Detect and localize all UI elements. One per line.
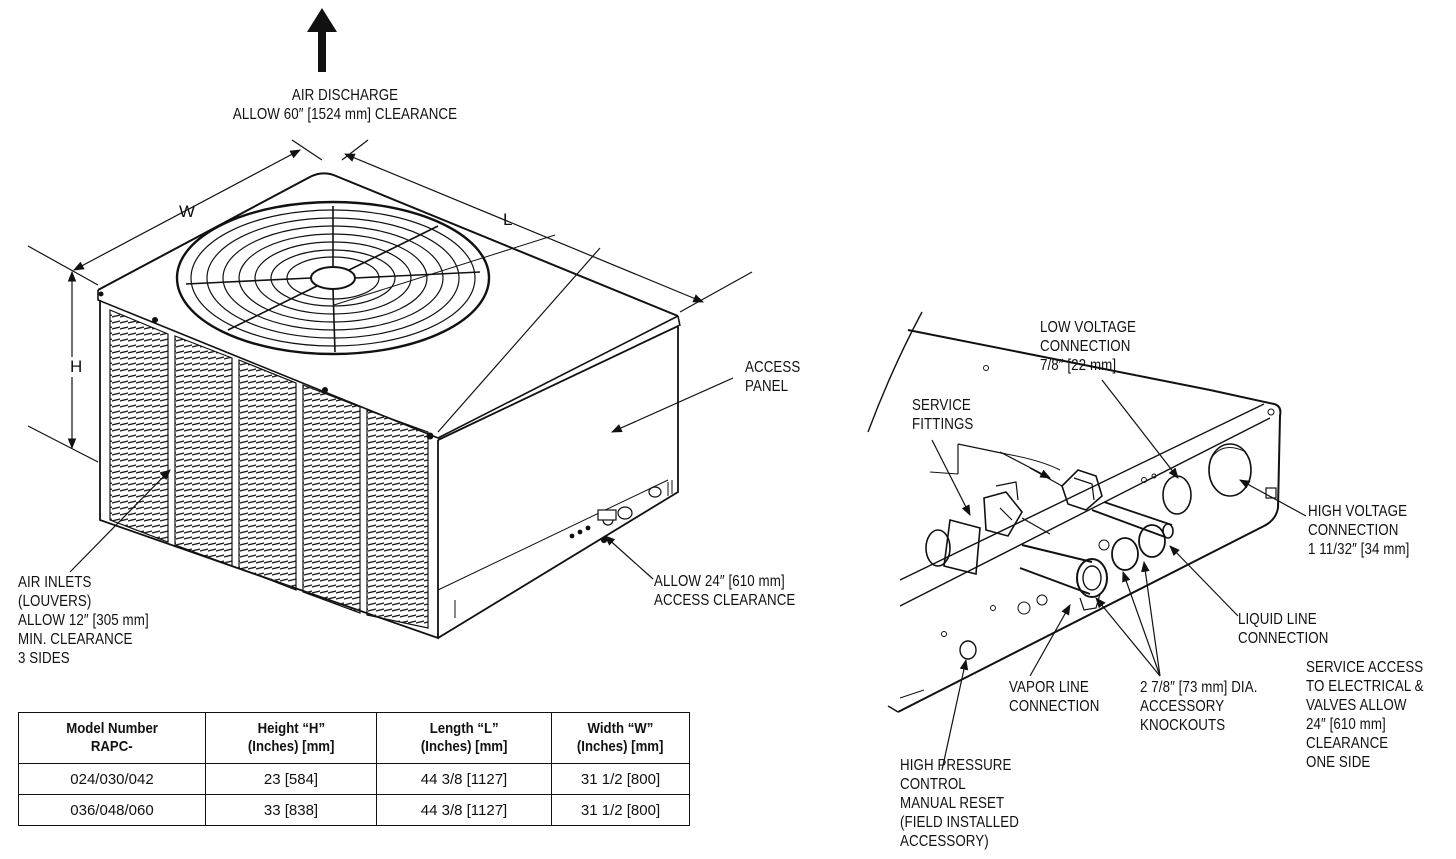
louver-grille xyxy=(109,309,429,629)
access-panel-line2: PANEL xyxy=(745,378,789,395)
knockouts-line3: KNOCKOUTS xyxy=(1140,717,1226,734)
knockouts-label: 2 7/8″ [73 mm] DIA. ACCESSORY KNOCKOUTS xyxy=(1140,678,1257,735)
service-fittings-line2: FITTINGS xyxy=(912,416,974,433)
air-discharge-label: AIR DISCHARGE ALLOW 60″ [1524 mm] CLEARA… xyxy=(212,86,479,124)
service-fittings-line1: SERVICE xyxy=(912,397,971,414)
high-voltage-line3: 1 11/32″ [34 mm] xyxy=(1308,541,1410,558)
service-access-line4: 24″ [610 mm] xyxy=(1306,716,1386,733)
header-model-line1: Model Number xyxy=(66,720,158,737)
high-pressure-label: HIGH PRESSURE CONTROL MANUAL RESET (FIEL… xyxy=(900,756,1019,851)
table-cell: 44 3/8 [1127] xyxy=(376,794,552,826)
header-length-line1: Length “L” xyxy=(429,720,499,737)
high-pressure-line2: CONTROL xyxy=(900,776,966,793)
table-row: 036/048/060 33 [838] 44 3/8 [1127] 31 1/… xyxy=(18,794,690,826)
air-inlets-line2: (LOUVERS) xyxy=(18,593,92,610)
air-inlets-line5: 3 SIDES xyxy=(18,650,70,667)
header-model: Model Number RAPC- xyxy=(18,712,206,764)
low-voltage-line3: 7/8″ [22 mm] xyxy=(1040,357,1117,374)
access-panel-label: ACCESS PANEL xyxy=(745,358,800,396)
condensing-unit xyxy=(97,172,681,640)
table-cell: 44 3/8 [1127] xyxy=(376,763,552,795)
air-inlets-label: AIR INLETS (LOUVERS) ALLOW 12″ [305 mm] … xyxy=(18,573,149,668)
header-length: Length “L” (Inches) [mm] xyxy=(376,712,552,764)
header-width-line2: (Inches) [mm] xyxy=(577,738,664,755)
table-cell: 33 [838] xyxy=(205,794,377,826)
service-panel-detail xyxy=(867,311,1282,713)
vapor-line-line2: CONNECTION xyxy=(1009,698,1100,715)
fan-guard xyxy=(175,200,491,356)
low-voltage-line2: CONNECTION xyxy=(1040,338,1131,355)
header-width: Width “W” (Inches) [mm] xyxy=(551,712,690,764)
table-cell: 036/048/060 xyxy=(18,794,206,826)
high-pressure-line4: (FIELD INSTALLED xyxy=(900,814,1019,831)
table-cell: 31 1/2 [800] xyxy=(551,794,690,826)
header-length-line2: (Inches) [mm] xyxy=(420,738,508,755)
table-cell: 024/030/042 xyxy=(18,763,206,795)
header-height-line2: (Inches) [mm] xyxy=(247,738,335,755)
table-cell: 23 [584] xyxy=(205,763,377,795)
table-row: 024/030/042 23 [584] 44 3/8 [1127] 31 1/… xyxy=(18,763,690,795)
air-discharge-line2: ALLOW 60″ [1524 mm] CLEARANCE xyxy=(232,106,458,123)
dimensions-table: Model Number RAPC- Height “H” (Inches) [… xyxy=(18,712,690,826)
service-access-line1: SERVICE ACCESS xyxy=(1306,659,1424,676)
vapor-line-label: VAPOR LINE CONNECTION xyxy=(1009,678,1099,716)
low-voltage-line1: LOW VOLTAGE xyxy=(1040,319,1137,336)
header-model-line2: RAPC- xyxy=(91,738,133,755)
leader-lines-detail xyxy=(931,379,1307,771)
high-pressure-line5: ACCESSORY) xyxy=(900,833,989,850)
high-voltage-line2: CONNECTION xyxy=(1308,522,1399,539)
liquid-line-label: LIQUID LINE CONNECTION xyxy=(1238,610,1328,648)
low-voltage-label: LOW VOLTAGE CONNECTION 7/8″ [22 mm] xyxy=(1040,318,1136,375)
service-valves xyxy=(569,480,673,544)
knockouts-line2: ACCESSORY xyxy=(1140,698,1225,715)
access-panel-line1: ACCESS xyxy=(745,359,801,376)
high-voltage-line1: HIGH VOLTAGE xyxy=(1308,503,1408,520)
air-inlets-line3: ALLOW 12″ [305 mm] xyxy=(18,612,149,629)
table-header-row: Model Number RAPC- Height “H” (Inches) [… xyxy=(18,712,690,764)
high-pressure-line1: HIGH PRESSURE xyxy=(900,757,1012,774)
service-fittings-label: SERVICE FITTINGS xyxy=(912,396,973,434)
dimension-h-label: H xyxy=(68,357,85,377)
header-width-line1: Width “W” xyxy=(587,720,654,737)
air-discharge-line1: AIR DISCHARGE xyxy=(291,87,399,104)
vapor-line-line1: VAPOR LINE xyxy=(1009,679,1089,696)
leader-lines-unit xyxy=(69,377,734,580)
dimension-w-label: W xyxy=(179,202,196,221)
service-access-line3: VALVES ALLOW xyxy=(1306,697,1407,714)
header-height-line1: Height “H” xyxy=(257,720,325,737)
liquid-line-line2: CONNECTION xyxy=(1238,630,1329,647)
header-height: Height “H” (Inches) [mm] xyxy=(205,712,377,764)
access-clearance-line1: ALLOW 24″ [610 mm] xyxy=(654,573,785,590)
dimension-lines xyxy=(27,139,753,463)
dimension-l-label: L xyxy=(503,210,513,229)
air-inlets-line1: AIR INLETS xyxy=(18,574,92,591)
table-cell: 31 1/2 [800] xyxy=(551,763,690,795)
service-access-label: SERVICE ACCESS TO ELECTRICAL & VALVES AL… xyxy=(1306,658,1424,772)
high-pressure-line3: MANUAL RESET xyxy=(900,795,1005,812)
high-voltage-label: HIGH VOLTAGE CONNECTION 1 11/32″ [34 mm] xyxy=(1308,502,1409,559)
liquid-line-line1: LIQUID LINE xyxy=(1238,611,1317,628)
service-access-line6: ONE SIDE xyxy=(1306,754,1371,771)
air-inlets-line4: MIN. CLEARANCE xyxy=(18,631,133,648)
knockouts-line1: 2 7/8″ [73 mm] DIA. xyxy=(1140,679,1258,696)
air-discharge-arrow xyxy=(307,8,337,72)
service-access-line2: TO ELECTRICAL & xyxy=(1306,678,1424,695)
access-clearance-line2: ACCESS CLEARANCE xyxy=(654,592,796,609)
service-access-line5: CLEARANCE xyxy=(1306,735,1389,752)
access-clearance-label: ALLOW 24″ [610 mm] ACCESS CLEARANCE xyxy=(654,572,795,610)
